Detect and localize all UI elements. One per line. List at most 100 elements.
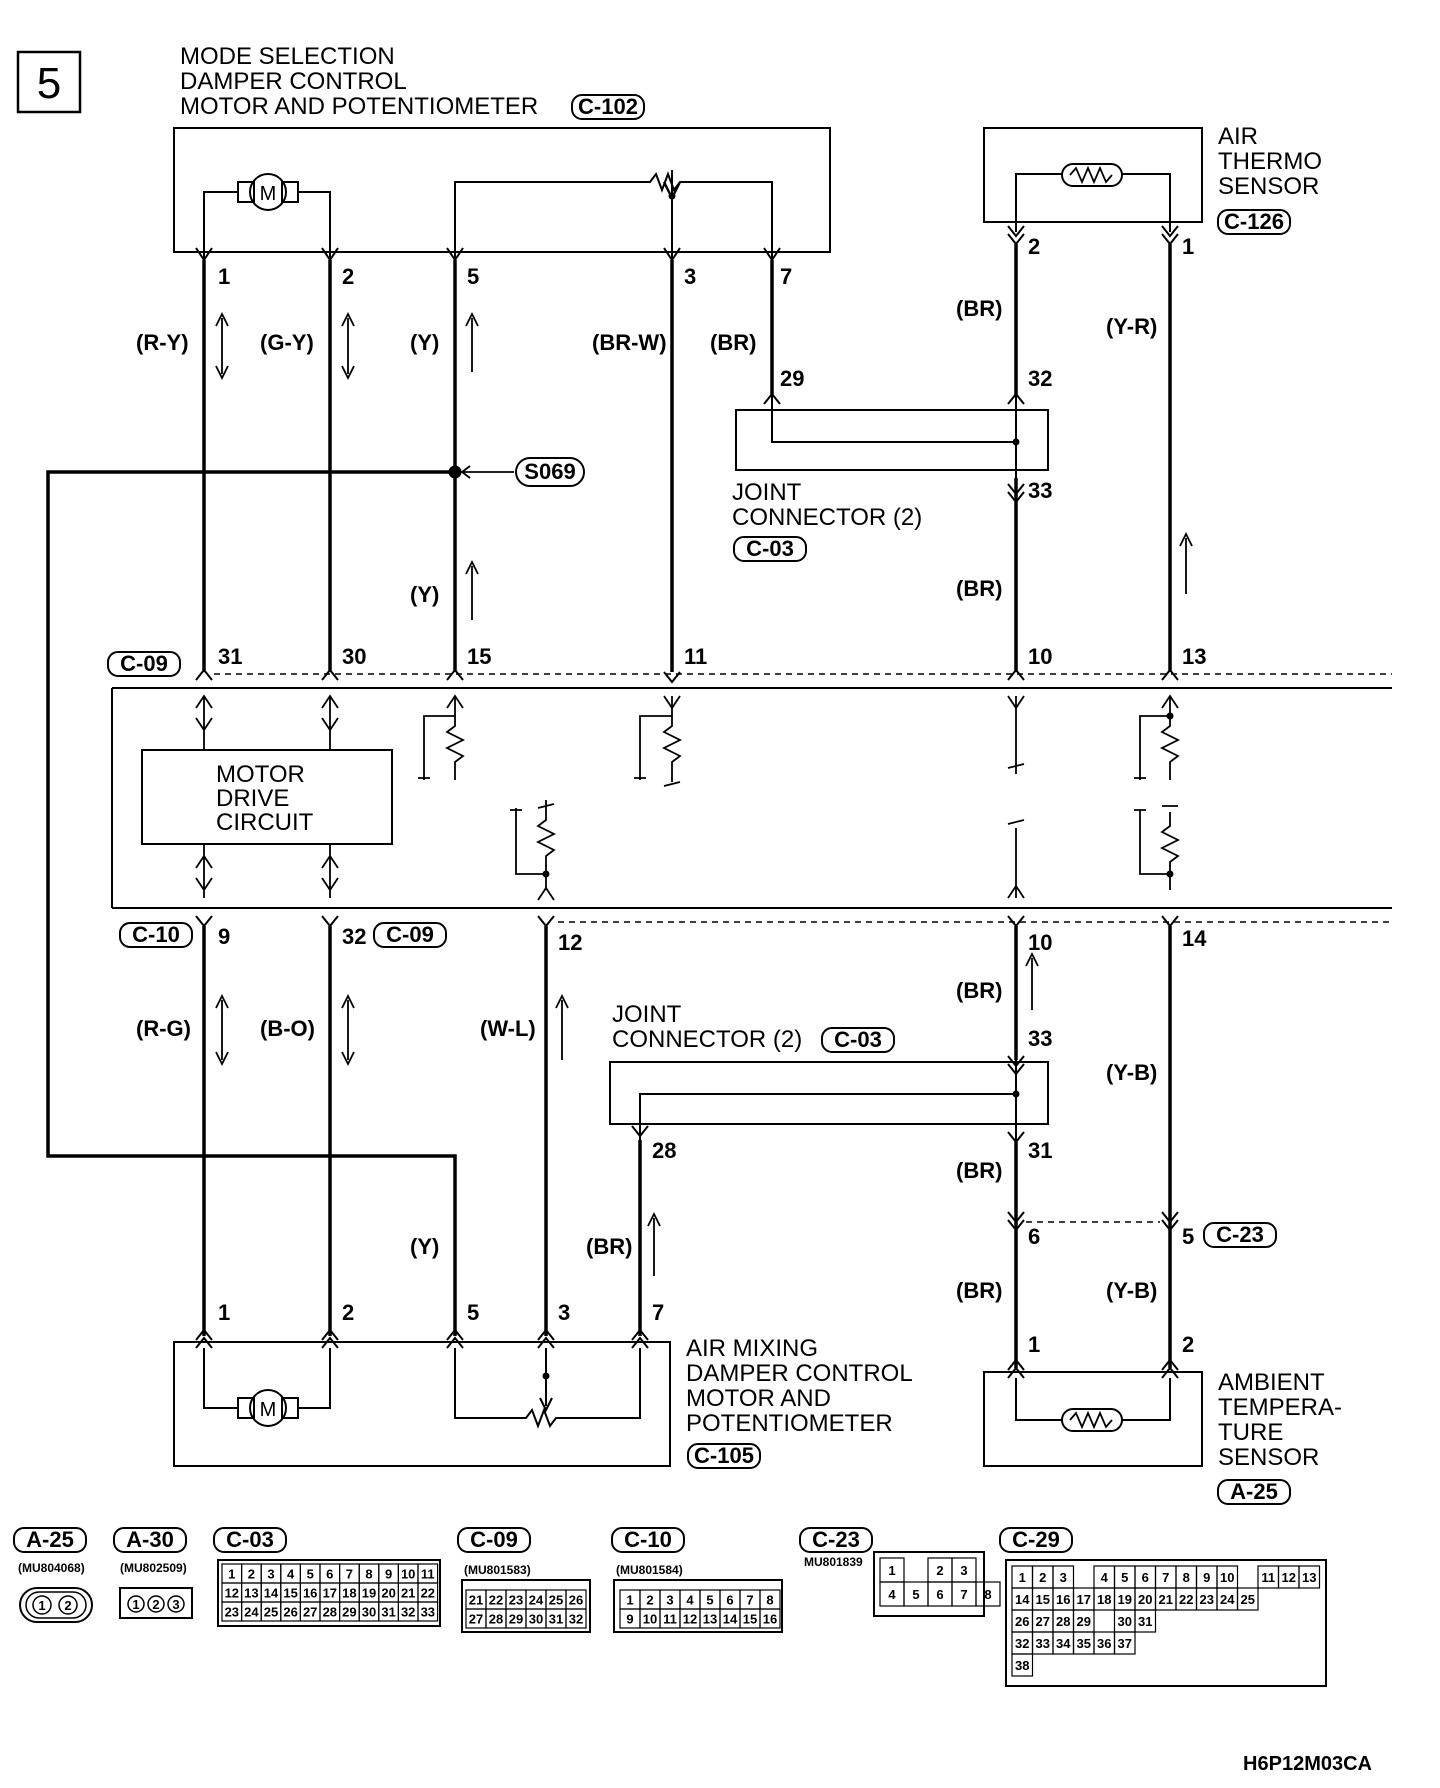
- connector-pin-cell: [759, 1608, 781, 1629]
- wire-color-y-upper: (Y): [410, 330, 439, 355]
- wire-color-y-bottom: (Y): [410, 1234, 439, 1259]
- connector-pin-cell: [417, 1601, 439, 1622]
- connector-pin-label: 32: [1015, 1636, 1029, 1651]
- connector-pin-label: 1: [228, 1567, 235, 1582]
- page-number-box: 5: [16, 50, 82, 114]
- connector-pin-label: 32: [569, 1612, 583, 1627]
- ecu-upper-pin-31: 31: [218, 644, 242, 669]
- connector-pin-cell: [1134, 1609, 1157, 1633]
- c102-pin-2: 2: [342, 264, 354, 289]
- connector-pin-label: 10: [1220, 1570, 1234, 1585]
- wire-color-r-g: (R-G): [136, 1016, 191, 1041]
- c23-pin-6: 6: [1028, 1224, 1040, 1249]
- connector-pin-label: 3: [666, 1593, 673, 1608]
- c102-pin-5: 5: [467, 264, 479, 289]
- connector-pin-label: 8: [1183, 1570, 1190, 1585]
- mode-damper-label-3: MOTOR AND POTENTIOMETER: [180, 93, 538, 120]
- c105-connector-code: C-105: [694, 1443, 754, 1468]
- air-mixing-label-1: AIR MIXING: [686, 1335, 818, 1362]
- connector-pin-label: 7: [960, 1587, 967, 1602]
- face-c09-part: (MU801583): [464, 1563, 531, 1577]
- face-a30-pin-1: 1: [132, 1597, 139, 1612]
- connector-pin-label: 28: [323, 1605, 337, 1620]
- connector-pin-label: 36: [1097, 1636, 1111, 1651]
- joint-upper-label-2: CONNECTOR (2): [732, 504, 922, 531]
- connector-pin-label: 7: [346, 1567, 353, 1582]
- connector-pin-label: 6: [326, 1567, 333, 1582]
- connector-pin-label: 28: [1056, 1614, 1070, 1629]
- connector-pin-label: 13: [703, 1612, 717, 1627]
- ecu-upper-pin-30: 30: [342, 644, 366, 669]
- connector-pin-cell: [1113, 1631, 1136, 1655]
- joint-connector-lower: JOINT CONNECTOR (2) C-03 33 28 31: [609, 1001, 1052, 1163]
- connector-pin-label: 14: [264, 1586, 279, 1601]
- wire-color-br-c126: (BR): [956, 296, 1002, 321]
- ecu-upper-connector-code: C-09: [120, 651, 168, 676]
- connector-pin-label: 15: [1036, 1592, 1050, 1607]
- potentiometer-icon: [454, 1348, 641, 1429]
- ecu-lower-pin-10: 10: [1028, 930, 1052, 955]
- air-thermo-label-3: SENSOR: [1218, 173, 1319, 200]
- connector-pin-label: 18: [342, 1586, 356, 1601]
- joint-upper-pin-32: 32: [1028, 366, 1052, 391]
- connector-pin-label: 12: [1282, 1570, 1296, 1585]
- wire-color-w-l: (W-L): [480, 1016, 536, 1041]
- wire-color-br-c102: (BR): [710, 330, 756, 355]
- connector-pin-label: 9: [385, 1567, 392, 1582]
- connector-pin-label: 12: [683, 1612, 697, 1627]
- motor-drive-label-3: CIRCUIT: [216, 809, 314, 836]
- air-mixing-label-3: MOTOR AND: [686, 1385, 831, 1412]
- face-c29-id: C-29: [1012, 1527, 1060, 1552]
- svg-text:M: M: [260, 1399, 277, 1421]
- connector-pin-label: 4: [1101, 1570, 1109, 1585]
- ambient-temperature-sensor: 1 2 AMBIENT TEMPERA- TURE SENSOR A-25: [983, 1332, 1342, 1505]
- connector-pin-label: 8: [984, 1587, 991, 1602]
- joint-connector-upper: 29 32 33 JOINT CONNECTOR (2) C-03: [732, 366, 1052, 562]
- connector-pin-label: 6: [936, 1587, 943, 1602]
- c102-connector-code: C-102: [578, 94, 638, 119]
- connector-pin-label: 3: [1060, 1570, 1067, 1585]
- connector-pin-label: 16: [1056, 1592, 1070, 1607]
- a25-pin-1: 1: [1028, 1332, 1040, 1357]
- wire-color-br-a25: (BR): [956, 1278, 1002, 1303]
- connector-pin-label: 29: [1077, 1614, 1091, 1629]
- joint-upper-pin-29: 29: [780, 366, 804, 391]
- splice-s069: S069: [524, 459, 575, 484]
- wire-color-br-j31: (BR): [956, 1158, 1002, 1183]
- connector-pin-label: 21: [1159, 1592, 1173, 1607]
- face-a25-id: A-25: [26, 1527, 74, 1552]
- connector-pin-label: 20: [1138, 1592, 1152, 1607]
- connector-pin-label: 22: [489, 1593, 503, 1608]
- ecu-upper-pin-10: 10: [1028, 644, 1052, 669]
- connector-pin-label: 4: [287, 1567, 295, 1582]
- joint-lower-label-2: CONNECTOR (2): [612, 1026, 802, 1053]
- connector-pin-label: 15: [743, 1612, 757, 1627]
- air-mixing-label-2: DAMPER CONTROL: [686, 1360, 913, 1387]
- joint-lower-pin-28: 28: [652, 1138, 676, 1163]
- connector-pin-label: 19: [362, 1586, 376, 1601]
- ambient-label-4: SENSOR: [1218, 1444, 1319, 1471]
- face-c23-id: C-23: [812, 1527, 860, 1552]
- c105-pin-3: 3: [558, 1300, 570, 1325]
- connector-pin-label: 32: [401, 1605, 415, 1620]
- connector-pin-cell: [1298, 1565, 1321, 1589]
- mode-selection-damper: MODE SELECTION DAMPER CONTROL MOTOR AND …: [173, 43, 831, 262]
- air-thermo-sensor: AIR THERMO SENSOR C-126: [983, 123, 1322, 246]
- c105-pin-7: 7: [652, 1300, 664, 1325]
- connector-pin-label: 26: [569, 1593, 583, 1608]
- face-a30-id: A-30: [126, 1527, 174, 1552]
- connector-pin-label: 17: [1077, 1592, 1091, 1607]
- connector-pin-label: 10: [643, 1612, 657, 1627]
- connector-pin-label: 29: [509, 1612, 523, 1627]
- ecu-upper-pin-13: 13: [1182, 644, 1206, 669]
- mode-damper-label-2: DAMPER CONTROL: [180, 68, 407, 95]
- face-c10-id: C-10: [624, 1527, 672, 1552]
- ambient-label-1: AMBIENT: [1218, 1369, 1325, 1396]
- connector-pin-label: 35: [1077, 1636, 1091, 1651]
- wire-color-r-y: (R-Y): [136, 330, 189, 355]
- connector-pin-label: 1: [626, 1593, 633, 1608]
- face-c03-id: C-03: [226, 1527, 274, 1552]
- connector-pin-label: 22: [421, 1586, 435, 1601]
